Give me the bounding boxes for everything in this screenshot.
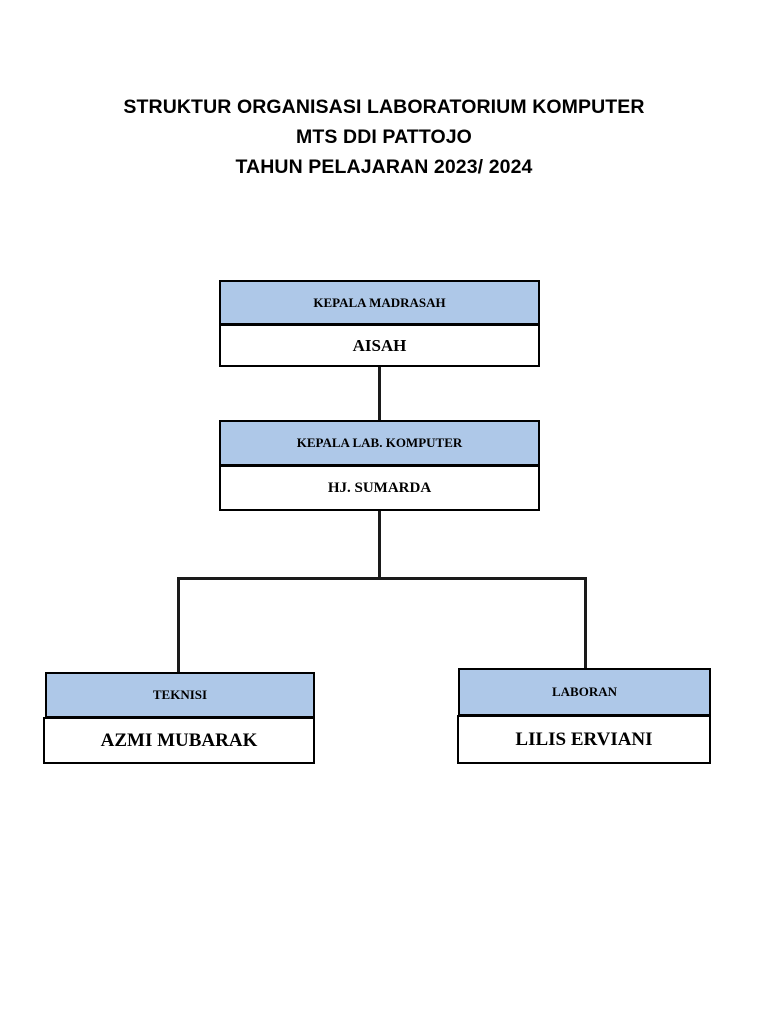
org-node-kepala-lab-komputer: KEPALA LAB. KOMPUTER HJ. SUMARDA [219, 420, 540, 511]
org-node-person-name: HJ. SUMARDA [219, 465, 540, 511]
title-line-1: STRUKTUR ORGANISASI LABORATORIUM KOMPUTE… [123, 96, 645, 118]
org-node-position-title: LABORAN [458, 668, 711, 716]
org-node-person-name: AZMI MUBARAK [43, 717, 315, 764]
org-node-laboran: LABORAN LILIS ERVIANI [457, 668, 711, 764]
org-node-person-name: LILIS ERVIANI [457, 715, 711, 764]
org-node-person-name: AISAH [219, 324, 540, 367]
org-node-position-title: TEKNISI [45, 672, 315, 718]
title-line-2: MTS DDI PATTOJO [296, 126, 472, 148]
title-line-3: TAHUN PELAJARAN 2023/ 2024 [235, 156, 533, 178]
org-node-position-title: KEPALA LAB. KOMPUTER [219, 420, 540, 466]
connector-lab-trunk [378, 511, 381, 579]
connector-sibling-bar [177, 577, 587, 580]
org-node-teknisi: TEKNISI AZMI MUBARAK [43, 672, 315, 764]
org-node-position-title: KEPALA MADRASAH [219, 280, 540, 325]
org-node-kepala-madrasah: KEPALA MADRASAH AISAH [219, 280, 540, 367]
page-title: STRUKTUR ORGANISASI LABORATORIUM KOMPUTE… [0, 92, 768, 182]
connector-drop-to-laboran [584, 577, 587, 670]
connector-madrasah-to-lab [378, 367, 381, 421]
connector-drop-to-teknisi [177, 577, 180, 674]
